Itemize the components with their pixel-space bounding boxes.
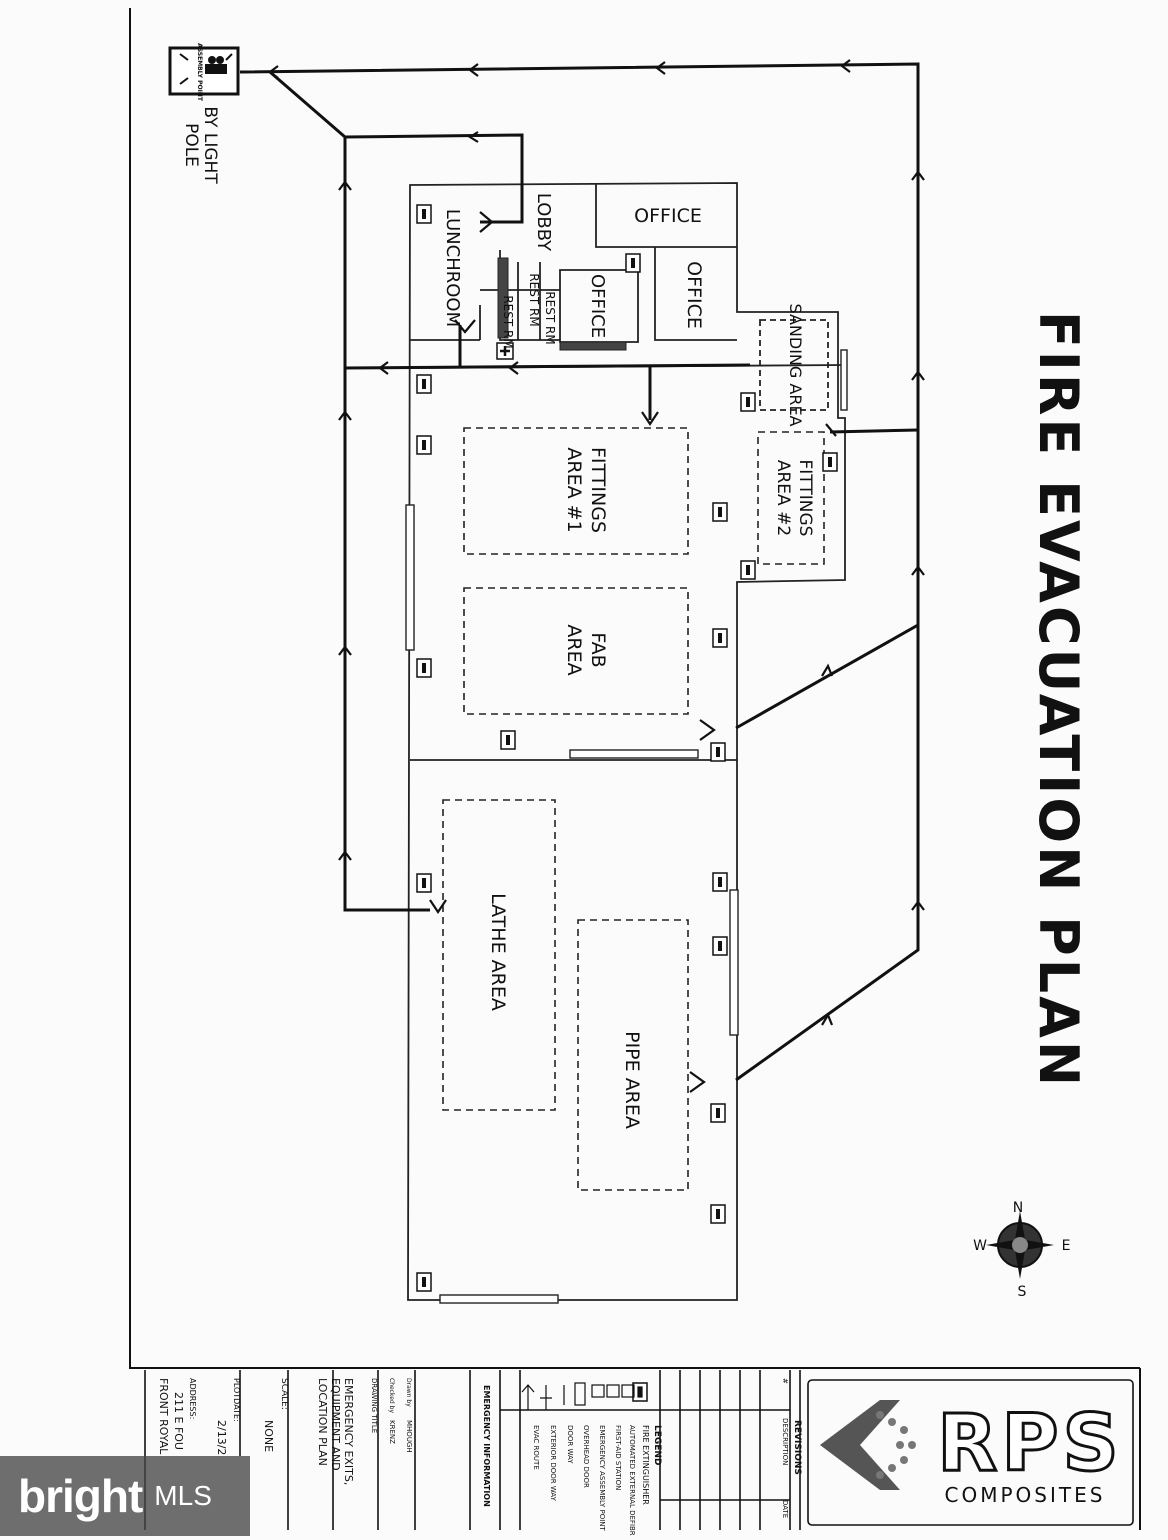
door-symbols xyxy=(429,211,837,1093)
room-sanding: SANDING AREA xyxy=(786,304,805,427)
evac-routes xyxy=(239,62,920,1082)
legend-item-7: EVAC ROUTE xyxy=(532,1425,540,1470)
room-rest-rm-3: REST RM xyxy=(501,295,515,348)
emergency-info-header: EMERGENCY INFORMATION xyxy=(482,1385,491,1507)
assembly-label-line1: BY LIGHT xyxy=(200,106,220,184)
compass-e: E xyxy=(1062,1238,1071,1254)
overhead-doors xyxy=(405,349,848,1304)
room-fittings-2-line1: FITTINGS xyxy=(795,460,815,537)
legend-item-5: DOOR WAY xyxy=(566,1425,574,1464)
room-office-small: OFFICE xyxy=(587,274,608,338)
stairs xyxy=(497,257,627,351)
room-pipe: PIPE AREA xyxy=(621,1031,643,1129)
room-fittings-2-line2: AREA #2 xyxy=(773,460,793,536)
title-block-text: REVISIONS # DESCRIPTION DATE LEGEND FIRE… xyxy=(157,1378,802,1540)
plotdate-value: 2/13/2 xyxy=(215,1420,228,1455)
legend-item-6: EXTERIOR DOOR WAY xyxy=(549,1425,557,1502)
compass-rose-icon xyxy=(986,1211,1054,1279)
route-arrows xyxy=(268,59,925,1026)
address-line2: FRONT ROYAL xyxy=(157,1378,170,1455)
address-line1: 211 E FOU xyxy=(172,1392,185,1450)
room-labels: OFFICE OFFICE OFFICE LOBBY LUNCHROOM RES… xyxy=(442,193,815,1129)
checked-by-label: Checked by xyxy=(388,1378,395,1413)
checked-by-value: KRENZ xyxy=(388,1420,396,1444)
scale-label: SCALE: xyxy=(279,1378,289,1410)
rev-col-date: DATE xyxy=(781,1500,789,1518)
rev-col-desc: DESCRIPTION xyxy=(781,1418,789,1465)
legend-item-0: FIRE EXTINGUISHER xyxy=(641,1425,650,1505)
drawn-by-value: MHOUGH xyxy=(405,1420,413,1453)
drawing-title-line1: EMERGENCY EXITS, xyxy=(342,1378,355,1485)
room-rest-rm-2: REST RM xyxy=(543,291,557,344)
compass-n: N xyxy=(1013,1200,1023,1216)
company-subname: COMPOSITES xyxy=(945,1483,1106,1507)
room-lobby: LOBBY xyxy=(533,193,554,252)
revisions-header: REVISIONS xyxy=(792,1420,802,1475)
watermark-brand: bright xyxy=(18,1470,143,1522)
room-fab-line2: AREA xyxy=(563,624,585,675)
rev-col-num: # xyxy=(781,1378,789,1384)
work-areas xyxy=(442,427,825,1191)
building-outline xyxy=(407,182,846,1301)
legend-item-3: EMERGENCY ASSEMBLY POINT xyxy=(598,1425,606,1532)
room-fab-line1: FAB xyxy=(587,632,609,667)
company-name: RPS xyxy=(937,1399,1122,1489)
scale-value: NONE xyxy=(262,1420,275,1452)
drawing-title-line2: EQUIPMENT AND xyxy=(329,1378,342,1471)
compass-s: S xyxy=(1018,1284,1027,1300)
room-lunchroom: LUNCHROOM xyxy=(442,209,463,327)
plotdate-label: PLOTDATE: xyxy=(232,1378,241,1422)
drawing-title-label: DRAWING TITLE xyxy=(370,1378,378,1433)
room-fittings-1-line2: AREA #1 xyxy=(563,447,585,532)
sheet-border xyxy=(129,8,1140,1369)
watermark: bright MLS xyxy=(0,1456,250,1536)
assembly-label-line2: POLE xyxy=(181,123,201,167)
legend-symbols xyxy=(521,1382,648,1410)
watermark-suffix: MLS xyxy=(154,1480,212,1511)
legend-header: LEGEND xyxy=(652,1425,662,1465)
legend-item-2: FIRST-AID STATION xyxy=(614,1425,622,1490)
drawing-title-line3: LOCATION PLAN xyxy=(316,1378,329,1466)
room-office-top: OFFICE xyxy=(634,205,702,227)
room-rest-rm-1: REST RM xyxy=(527,273,541,326)
plan-title: FIRE EVACUATION PLAN xyxy=(1027,311,1090,1089)
title-block xyxy=(144,1370,1134,1530)
room-office-mid: OFFICE xyxy=(683,261,705,329)
first-aid-icon xyxy=(496,342,514,360)
assembly-sign-text: ASSEMBLY POINT xyxy=(196,43,203,102)
address-label: ADDRESS: xyxy=(188,1378,197,1419)
legend-item-4: OVERHEAD DOOR xyxy=(582,1425,590,1488)
drawn-by-label: Drawn by xyxy=(405,1378,412,1407)
company-logo xyxy=(820,1400,916,1490)
room-lathe: LATHE AREA xyxy=(487,893,509,1011)
legend-item-1: AUTOMATED EXTERNAL DEFIBRILLATOR xyxy=(628,1425,636,1536)
room-fittings-1-line1: FITTINGS xyxy=(587,447,609,533)
assembly-point-icon xyxy=(168,46,240,96)
compass-w: W xyxy=(973,1238,987,1254)
